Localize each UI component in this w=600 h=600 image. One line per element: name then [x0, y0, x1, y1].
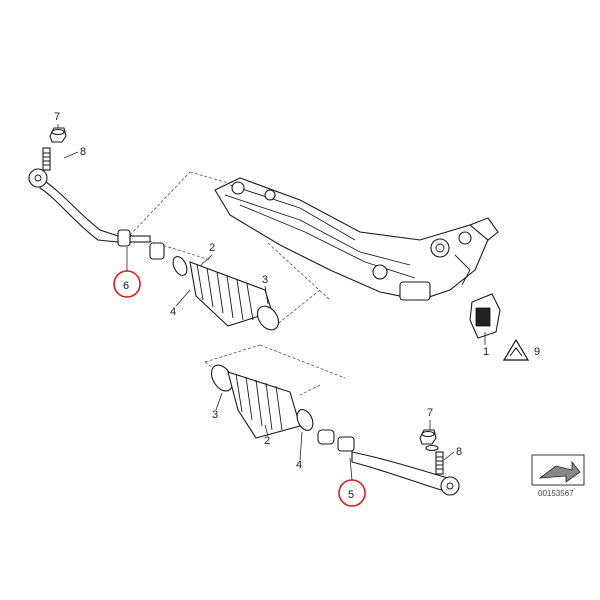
- upper-tie-rod: [28, 147, 119, 243]
- callout-2-top: 2: [209, 242, 215, 254]
- lower-nut: [419, 429, 437, 445]
- callout-5: 5: [348, 489, 354, 501]
- callout-4-bottom: 4: [296, 459, 302, 471]
- steering-rack-assembly: [214, 177, 499, 301]
- warning-triangle-icon: [502, 338, 530, 361]
- leader-lines: [57, 124, 486, 481]
- lower-guide-box: [204, 344, 346, 396]
- callout-8-bottom: 8: [456, 446, 462, 458]
- callout-2-bottom: 2: [264, 435, 270, 447]
- callout-4-top: 4: [170, 306, 176, 318]
- callout-8-top: 8: [80, 146, 86, 158]
- callout-7-top: 7: [54, 111, 60, 123]
- reference-number: 00153567: [538, 489, 574, 498]
- callout-7-bottom: 7: [427, 407, 433, 419]
- callout-9: 9: [534, 346, 540, 358]
- upper-bellows-boot: [172, 256, 280, 331]
- lower-tie-rod: [317, 429, 460, 496]
- upper-inner-tie-rod: [117, 229, 165, 260]
- callout-3-top: 3: [262, 274, 268, 286]
- mount-bracket: [469, 293, 501, 339]
- upper-nut: [49, 127, 67, 143]
- callout-3-bottom: 3: [212, 409, 218, 421]
- lower-bellows-boot: [210, 364, 314, 439]
- callout-6: 6: [123, 280, 129, 292]
- callout-1: 1: [483, 346, 489, 358]
- view-orientation-icon: [531, 454, 585, 486]
- lower-washer: [425, 444, 439, 452]
